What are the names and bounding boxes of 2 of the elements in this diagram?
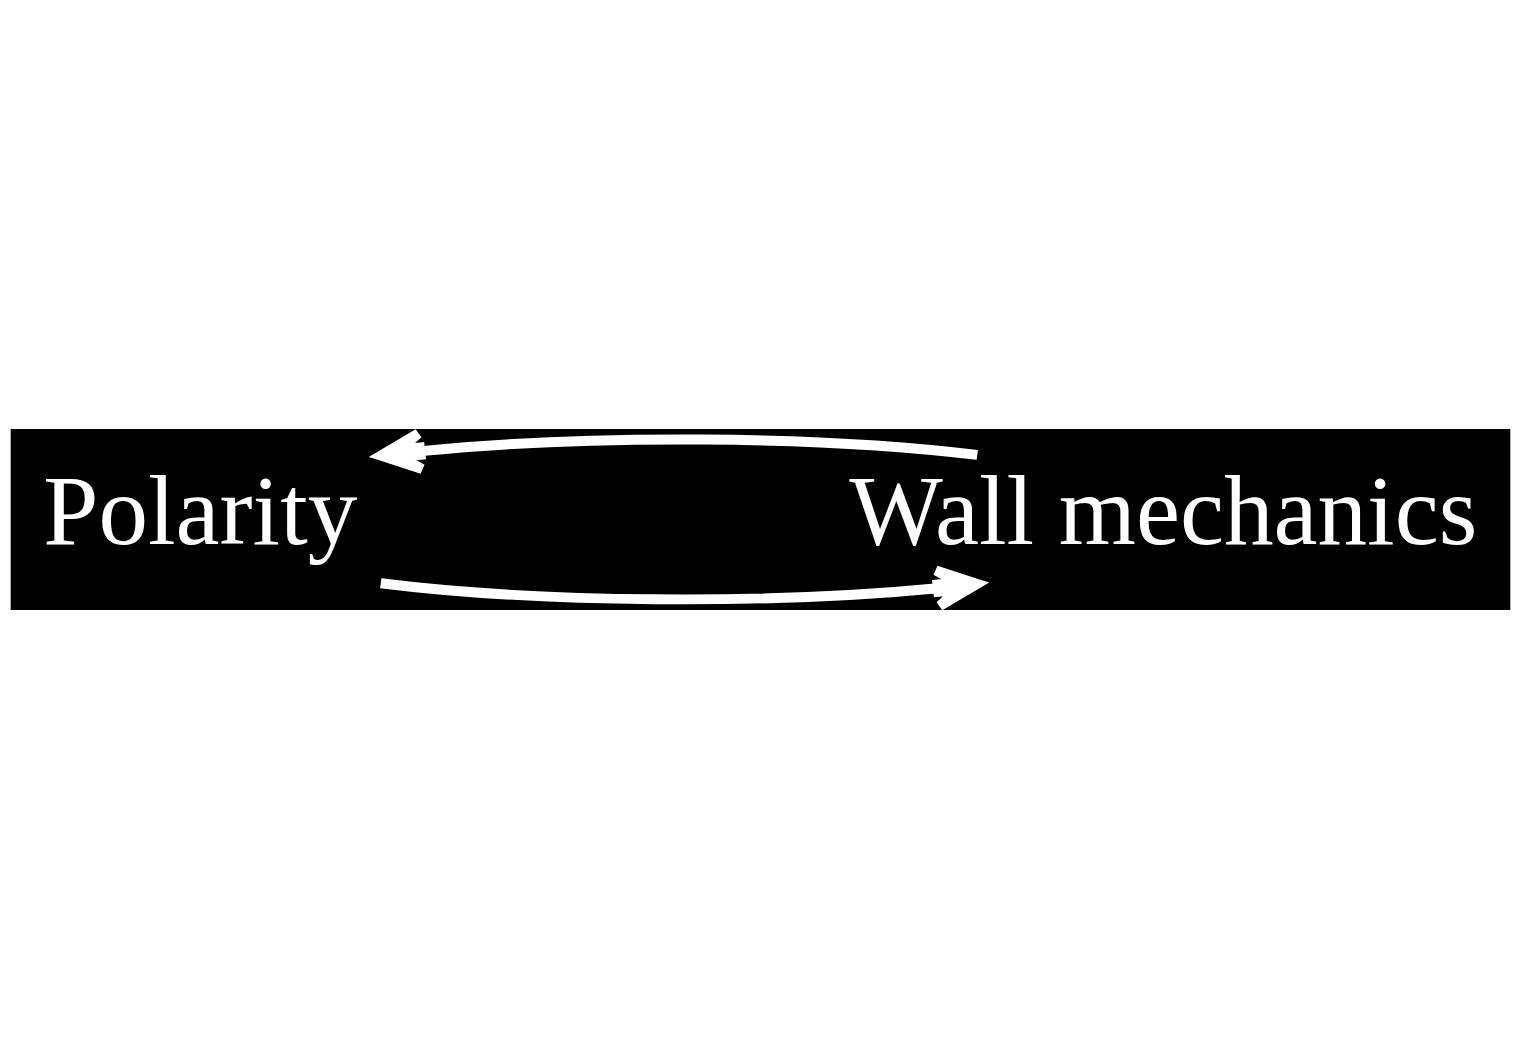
node-text: Polarity xyxy=(43,455,358,565)
node-text: Wall mechanics xyxy=(849,455,1478,565)
